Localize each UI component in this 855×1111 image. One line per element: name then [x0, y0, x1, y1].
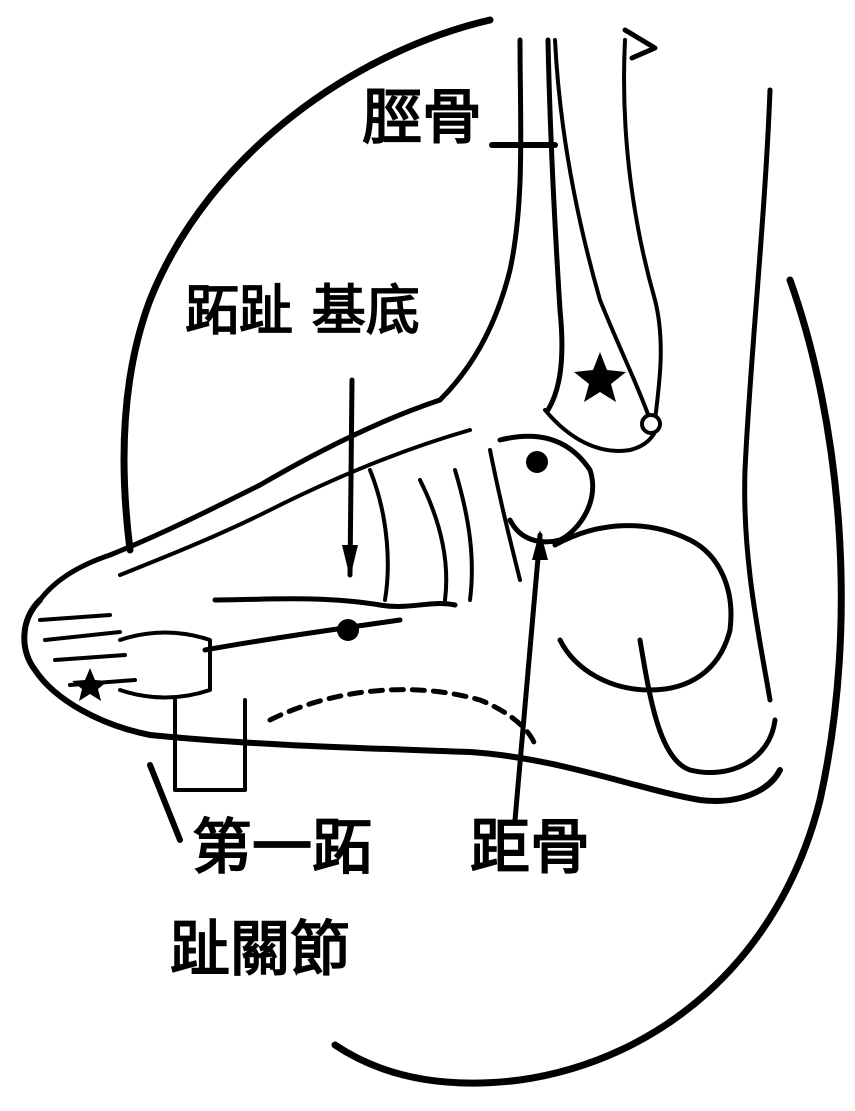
label-talus: 距骨 — [470, 818, 590, 878]
talus-body — [500, 436, 593, 542]
marker-dot-talus — [526, 451, 548, 473]
first-metatarsal — [215, 599, 455, 607]
proximal-phalanx — [120, 633, 210, 698]
metatarsal-base-arrowhead — [342, 545, 358, 578]
foot-dorsum-inner — [120, 430, 470, 575]
leg-back-line — [745, 90, 770, 700]
label-first-mtp-line2: 趾關節 — [170, 920, 350, 980]
label-metatarsal-base: 跖趾 基底 — [185, 283, 420, 337]
marker-star-toe — [72, 668, 108, 701]
talus-arrowhead — [532, 530, 548, 560]
marker-dot-metatarsal — [337, 619, 359, 641]
marker-dot-ankle — [642, 415, 660, 433]
fibula-outer — [624, 40, 661, 420]
label-first-mtp-line1: 第一跖 — [192, 818, 372, 878]
first-metatarsal-lower — [205, 620, 400, 650]
label-tibia: 脛骨 — [362, 88, 482, 148]
sesamoid-box — [175, 700, 245, 790]
marker-star-ankle — [574, 352, 626, 402]
fibula-flag — [625, 30, 655, 58]
arch-dashed — [270, 690, 535, 745]
cuneiform — [370, 470, 446, 600]
heel-outline — [640, 640, 775, 773]
